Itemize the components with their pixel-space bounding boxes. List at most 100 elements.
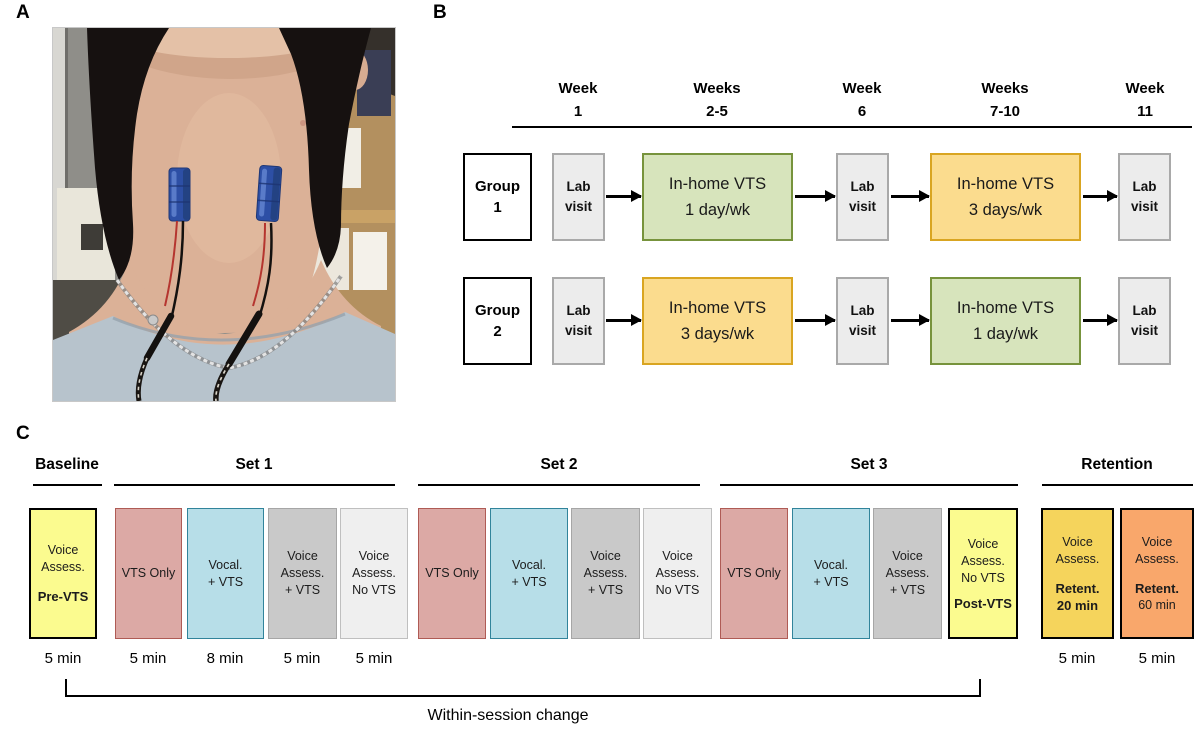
vts-block-g1-weeks7-10: In-home VTS 3 days/wk: [930, 153, 1081, 241]
week-header-line: 2-5: [706, 103, 728, 120]
box-line: Voice: [47, 543, 79, 557]
lab-visit-line: Lab: [850, 179, 875, 194]
vts-only-box-set2: VTS Only: [418, 508, 486, 639]
lab-visit-line: visit: [1130, 199, 1158, 214]
box-line: Assess.: [961, 553, 1005, 568]
week-header-line: 6: [857, 103, 867, 120]
group-label-line: Group: [475, 178, 520, 195]
box-line-bold: 20 min: [1056, 597, 1099, 613]
vts-block-line: 1 day/wk: [684, 201, 751, 219]
box-line: 60 min: [1138, 597, 1176, 612]
box-line: Assess.: [280, 566, 325, 580]
section-header-set1: Set 1: [235, 456, 273, 473]
vts-block-line: In-home VTS: [668, 175, 767, 193]
box-line: + VTS: [813, 574, 849, 589]
box-line: Assess.: [583, 566, 628, 580]
week-header-line: Week: [558, 80, 598, 97]
section-header-baseline: Baseline: [35, 456, 99, 473]
duration-retention20: 5 min: [1058, 650, 1096, 667]
flow-arrow: [795, 319, 835, 322]
box-line: VTS Only: [727, 566, 781, 580]
flow-arrow: [1083, 195, 1117, 198]
section-rule-set1: [114, 484, 395, 486]
retention-60min-box: Voice Assess. Retent. 60 min: [1120, 508, 1194, 639]
section-rule-baseline: [33, 484, 102, 486]
lab-visit-line: Lab: [1132, 303, 1157, 318]
flow-arrow: [1083, 319, 1117, 322]
duration-retention60: 5 min: [1138, 650, 1176, 667]
duration-baseline: 5 min: [44, 650, 82, 667]
box-line: No VTS: [655, 583, 700, 597]
flow-arrow: [891, 319, 929, 322]
flow-arrow: [891, 195, 929, 198]
lab-visit-line: visit: [564, 323, 592, 338]
group-label-line: 2: [493, 323, 502, 340]
box-line: Voice: [358, 549, 390, 563]
section-header-set2: Set 2: [540, 456, 578, 473]
week-header-3: Week 6: [792, 77, 932, 123]
week-header-2: Weeks 2-5: [647, 77, 787, 123]
vocal-vts-box-set1: Vocal. + VTS: [187, 508, 264, 639]
lab-visit-box: Lab visit: [552, 153, 605, 241]
voice-assess-novts-box-set1: Voice Assess. No VTS: [340, 508, 408, 639]
box-line: VTS Only: [425, 566, 479, 580]
lab-visit-line: visit: [848, 199, 876, 214]
baseline-box: Voice Assess. Pre-VTS: [29, 508, 97, 639]
lab-visit-box: Lab visit: [552, 277, 605, 365]
section-rule-set3: [720, 484, 1018, 486]
box-line: Assess.: [352, 566, 396, 580]
vocal-vts-box-set3: Vocal. + VTS: [792, 508, 870, 639]
week-header-4: Weeks 7-10: [935, 77, 1075, 123]
within-session-bracket: [65, 679, 981, 697]
week-header-line: 1: [573, 103, 583, 120]
lab-visit-line: visit: [848, 323, 876, 338]
panel-b-label: B: [433, 2, 447, 23]
vts-block-line: 3 days/wk: [680, 325, 755, 343]
week-header-line: Week: [842, 80, 882, 97]
device-wires-right: [213, 222, 273, 402]
neck-photo: [52, 14, 396, 402]
voice-assess-vts-box-set3: Voice Assess. + VTS: [873, 508, 942, 639]
lab-visit-box: Lab visit: [1118, 277, 1171, 365]
week-header-5: Week 11: [1075, 77, 1200, 123]
voice-assess-novts-box-set2: Voice Assess. No VTS: [643, 508, 712, 639]
duration-vts-only: 5 min: [129, 650, 167, 667]
flow-arrow: [606, 195, 641, 198]
duration-va-vts: 5 min: [283, 650, 321, 667]
duration-va-novts: 5 min: [355, 650, 393, 667]
vts-block-line: In-home VTS: [956, 175, 1055, 193]
box-line: Voice: [892, 549, 923, 563]
lab-visit-line: Lab: [566, 179, 591, 194]
box-line: VTS Only: [121, 566, 176, 580]
box-line: Assess.: [655, 566, 700, 580]
vts-device-left: [168, 167, 191, 222]
box-line-bold: Pre-VTS: [37, 589, 89, 604]
flow-arrow: [606, 319, 641, 322]
vts-block-line: 1 day/wk: [972, 325, 1039, 343]
device-wires-left: [135, 220, 185, 402]
box-line-bold: Retent.: [1134, 580, 1180, 596]
box-line: No VTS: [961, 570, 1005, 585]
section-header-set3: Set 3: [850, 456, 888, 473]
timeline-rule: [512, 126, 1192, 128]
vts-device-right: [255, 165, 283, 222]
lab-visit-line: Lab: [850, 303, 875, 318]
section-header-retention: Retention: [1081, 456, 1153, 473]
lab-visit-line: Lab: [566, 303, 591, 318]
box-line: + VTS: [511, 574, 547, 589]
bracket-label: Within-session change: [427, 707, 589, 724]
retention-20min-box: Voice Assess. Retent. 20 min: [1041, 508, 1114, 639]
week-header-line: Weeks: [693, 80, 741, 97]
panel-c-label: C: [16, 423, 30, 444]
box-line: + VTS: [889, 583, 926, 597]
vocal-vts-box-set2: Vocal. + VTS: [490, 508, 568, 639]
week-header-line: Weeks: [981, 80, 1029, 97]
group-label-line: Group: [475, 302, 520, 319]
vts-only-box-set1: VTS Only: [115, 508, 182, 639]
box-line: + VTS: [284, 583, 321, 597]
box-line-bold: Post-VTS: [954, 595, 1012, 611]
box-line-bold: Retent.: [1055, 580, 1100, 596]
vts-only-box-set3: VTS Only: [720, 508, 788, 639]
box-line: Assess.: [41, 560, 85, 574]
